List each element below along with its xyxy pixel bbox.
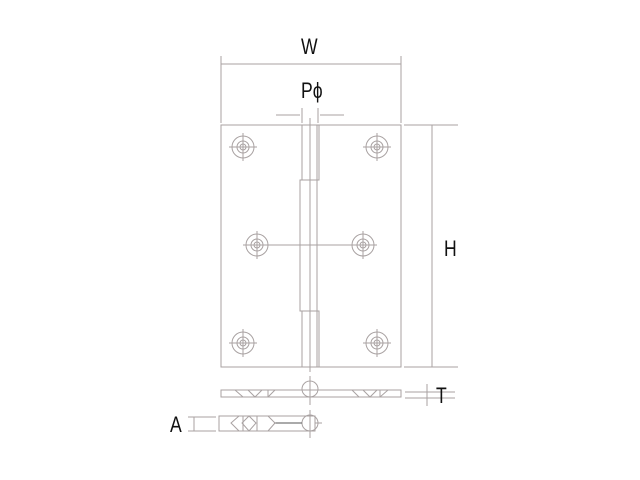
- screw-hole-icon: [243, 231, 271, 259]
- front-view: [220, 118, 402, 372]
- width-label: W: [301, 34, 318, 59]
- screw-hole-icon: [229, 329, 257, 357]
- dimension-lines: [188, 56, 458, 432]
- height-label: H: [444, 236, 457, 261]
- screw-hole-icon: [229, 133, 257, 161]
- closed-view: [218, 410, 322, 438]
- pin-diameter-label: Pϕ: [301, 78, 323, 103]
- screw-hole-icon: [349, 231, 377, 259]
- screw-hole-icon: [363, 329, 391, 357]
- closed-thickness-label: A: [170, 412, 182, 437]
- thickness-label: T: [436, 383, 447, 408]
- screw-hole-icon: [363, 133, 391, 161]
- side-view: [220, 376, 402, 405]
